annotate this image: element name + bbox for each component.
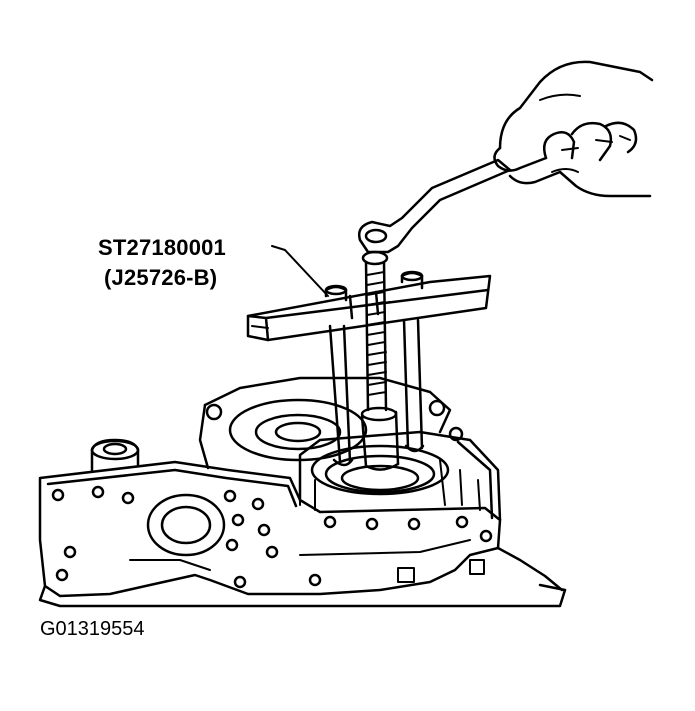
label-leader-line <box>271 245 329 297</box>
tool-alt-part-number-label: (J25726-B) <box>104 265 218 290</box>
tool-part-number-label: ST27180001 <box>98 235 226 260</box>
puller-tool <box>246 250 492 471</box>
wrench <box>358 158 512 254</box>
transmission-case <box>38 376 567 608</box>
hand <box>493 60 654 198</box>
figure-id-label: G01319554 <box>40 618 145 640</box>
